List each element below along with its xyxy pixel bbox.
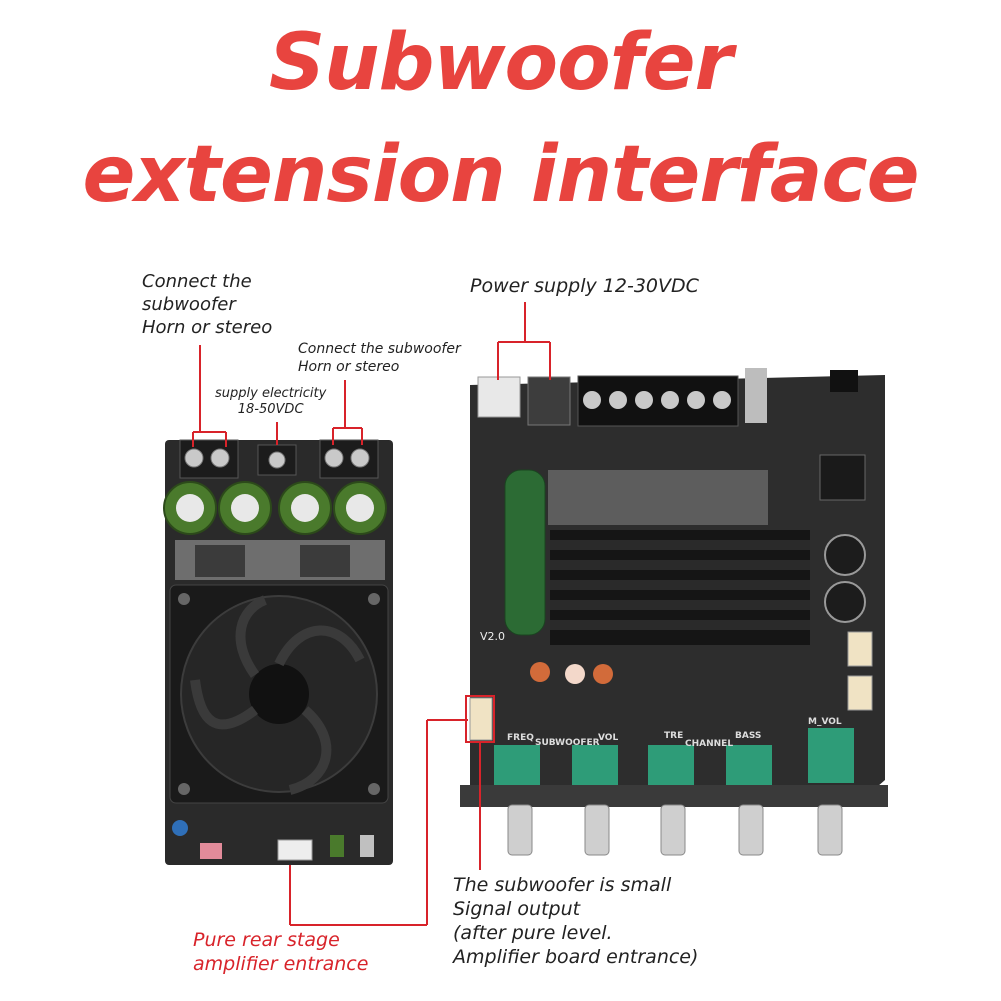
rear-stage-label: Pure rear stage amplifier entrance xyxy=(193,929,369,975)
title-line-1: Subwoofer xyxy=(268,18,733,108)
knob-label-subwoofer: SUBWOOFER xyxy=(535,738,600,748)
signal-output-label: The subwoofer is small Signal output (af… xyxy=(453,874,699,968)
right-power-label: Power supply 12-30VDC xyxy=(470,275,699,297)
left-capacitors xyxy=(163,481,387,535)
knob-label-vol: VOL xyxy=(598,733,618,743)
title-line-2: extension interface xyxy=(82,130,920,220)
left-speaker-label: Connect the subwoofer Horn or stereo xyxy=(142,271,273,338)
board-version-text: V2.0 xyxy=(480,630,505,643)
potentiometers xyxy=(494,728,854,785)
left-power-label: supply electricity 18-50VDC xyxy=(215,386,327,417)
right-speaker-label: Connect the subwoofer Horn or stereo xyxy=(298,341,461,375)
knob-label-channel: CHANNEL xyxy=(685,739,733,749)
knob-label-m-vol: M_VOL xyxy=(808,717,842,727)
knob-label-tre: TRE xyxy=(664,731,683,741)
left-terminal-block xyxy=(179,439,379,479)
right-amplifier-board xyxy=(460,368,888,856)
right-terminal-block xyxy=(577,375,739,427)
callout-lines xyxy=(192,302,551,926)
control-knobs xyxy=(507,804,843,856)
knob-label-freq: FREQ xyxy=(507,733,534,743)
cooling-fan xyxy=(169,584,389,804)
knob-label-bass: BASS xyxy=(735,731,761,741)
left-amplifier-board xyxy=(163,439,393,865)
heatsink xyxy=(550,530,810,645)
